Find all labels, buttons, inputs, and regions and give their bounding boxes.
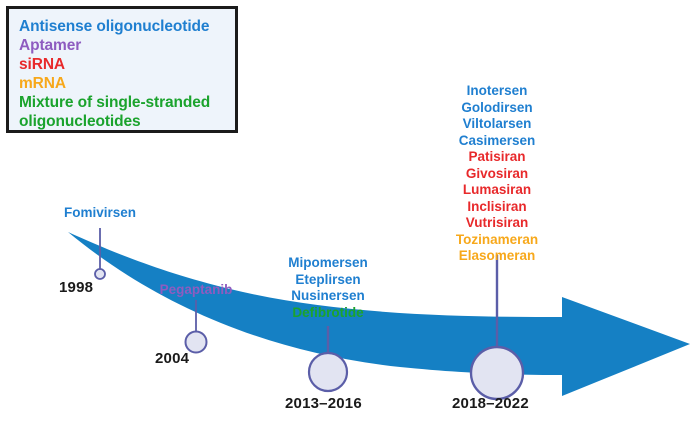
legend-label-sirna: siRNA	[19, 56, 66, 73]
drug-label-inclisiran: Inclisiran	[467, 198, 527, 214]
legend-item-mixture-line1: Mixture of single-stranded	[19, 93, 235, 112]
drug-label-pegaptanib: Pegaptanib	[159, 282, 233, 297]
year-label-2018-2022: 2018–2022	[452, 395, 529, 412]
drug-label-eteplirsen: Eteplirsen	[295, 271, 361, 287]
legend-box: Antisense oligonucleotide Aptamer siRNA …	[6, 6, 238, 133]
legend-item-aptamer: Aptamer	[19, 36, 235, 55]
drug-cluster-2018-2022: Inotersen Golodirsen Viltolarsen Casimer…	[427, 83, 567, 265]
drug-label-lumasiran: Lumasiran	[462, 182, 532, 197]
timeline-arrow	[68, 232, 690, 396]
legend-label-mixture-line1: Mixture of single-stranded	[19, 94, 211, 111]
legend-label-mixture-line2: oligonucleotides	[19, 113, 141, 130]
drug-cluster-2013-2016: Mipomersen Eteplirsen Nusinersen Defibro…	[258, 255, 398, 321]
legend-label-aptamer: Aptamer	[19, 37, 82, 54]
year-label-2013-2016: 2013–2016	[285, 395, 362, 412]
drug-label-inotersen: Inotersen	[466, 83, 528, 98]
legend-item-sirna: siRNA	[19, 55, 235, 74]
drug-label-mipomersen: Mipomersen	[288, 255, 368, 270]
legend-label-mrna: mRNA	[19, 75, 66, 92]
milestone-node-2013-2016[interactable]	[307, 351, 349, 393]
drug-cluster-1998: Fomivirsen	[35, 205, 165, 222]
drug-label-elasomeran: Elasomeran	[458, 248, 536, 263]
drug-label-vutrisiran: Vutrisiran	[465, 215, 529, 230]
legend-item-antisense: Antisense oligonucleotide	[19, 17, 235, 36]
milestone-node-2018-2022[interactable]	[469, 345, 525, 401]
legend-label-antisense: Antisense oligonucleotide	[19, 18, 210, 35]
year-label-2004: 2004	[155, 350, 190, 367]
milestone-node-1998[interactable]	[94, 268, 106, 280]
drug-label-viltolarsen: Viltolarsen	[462, 116, 532, 131]
drug-label-givosiran: Givosiran	[465, 165, 529, 181]
drug-label-casimersen: Casimersen	[458, 132, 536, 148]
drug-label-golodirsen: Golodirsen	[461, 99, 533, 115]
drug-label-nusinersen: Nusinersen	[291, 288, 365, 303]
legend-item-mixture-line2: oligonucleotides	[19, 112, 235, 131]
year-label-1998: 1998	[59, 279, 94, 296]
drug-label-patisiran: Patisiran	[468, 149, 526, 164]
drug-cluster-2004: Pegaptanib	[131, 282, 261, 299]
drug-label-tozinameran: Tozinameran	[455, 231, 539, 247]
legend-item-mrna: mRNA	[19, 74, 235, 93]
milestone-node-2004[interactable]	[184, 330, 208, 354]
drug-label-fomivirsen: Fomivirsen	[63, 205, 137, 220]
drug-label-defibrotide: Defibrotide	[292, 304, 364, 320]
